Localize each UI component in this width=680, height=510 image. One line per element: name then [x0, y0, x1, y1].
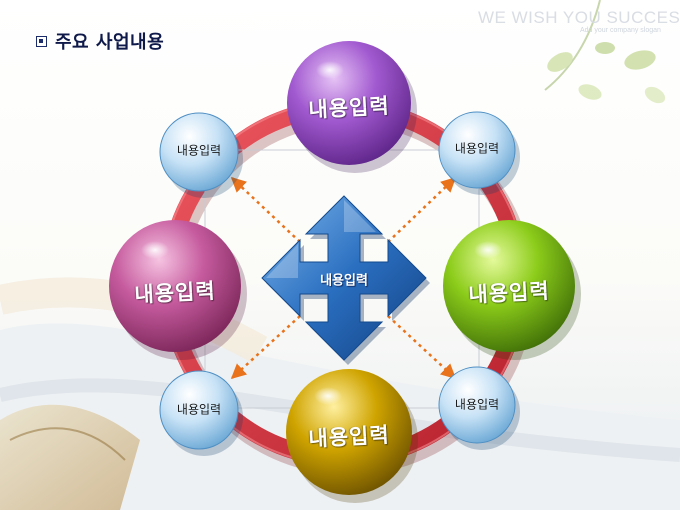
big-circle-right	[443, 220, 581, 360]
dotted-arrow-top-left	[230, 176, 301, 243]
small-circle-bottom-left-label: 내용입력	[176, 402, 222, 417]
small-circle-bottom-right-label: 내용입력	[454, 397, 500, 412]
big-circle-bottom-label: 내용입력	[307, 422, 391, 452]
big-circle-right-label: 내용입력	[467, 278, 551, 308]
big-circle-bottom	[286, 369, 418, 503]
big-circle-left	[109, 220, 247, 360]
watermark-text: WE WISH YOU SUCCESS	[478, 8, 680, 27]
watermark-subtext: Add your company slogan	[580, 27, 661, 34]
square-bullet-icon	[36, 35, 47, 47]
big-circle-left-label: 내용입력	[133, 278, 217, 308]
dotted-arrow-top-right	[387, 176, 457, 243]
dotted-arrow-bottom-right	[387, 315, 457, 380]
small-circle-top-left	[159, 112, 243, 198]
small-circle-bottom-left	[159, 370, 243, 456]
center-arrow-label: 내용입력	[320, 273, 368, 289]
title-text: 주요 사업내용	[55, 32, 165, 53]
big-circle-top	[287, 41, 417, 173]
small-circle-top-left-label: 내용입력	[176, 143, 222, 158]
big-circle-top-label: 내용입력	[307, 93, 391, 123]
small-circle-top-right-label: 내용입력	[454, 141, 500, 156]
small-circle-top-right	[438, 111, 520, 195]
four-way-arrow-icon	[261, 195, 430, 365]
small-circle-bottom-right	[438, 366, 520, 450]
slide-title: 주요 사업내용	[36, 28, 164, 54]
dotted-arrow-bottom-left	[230, 315, 301, 380]
